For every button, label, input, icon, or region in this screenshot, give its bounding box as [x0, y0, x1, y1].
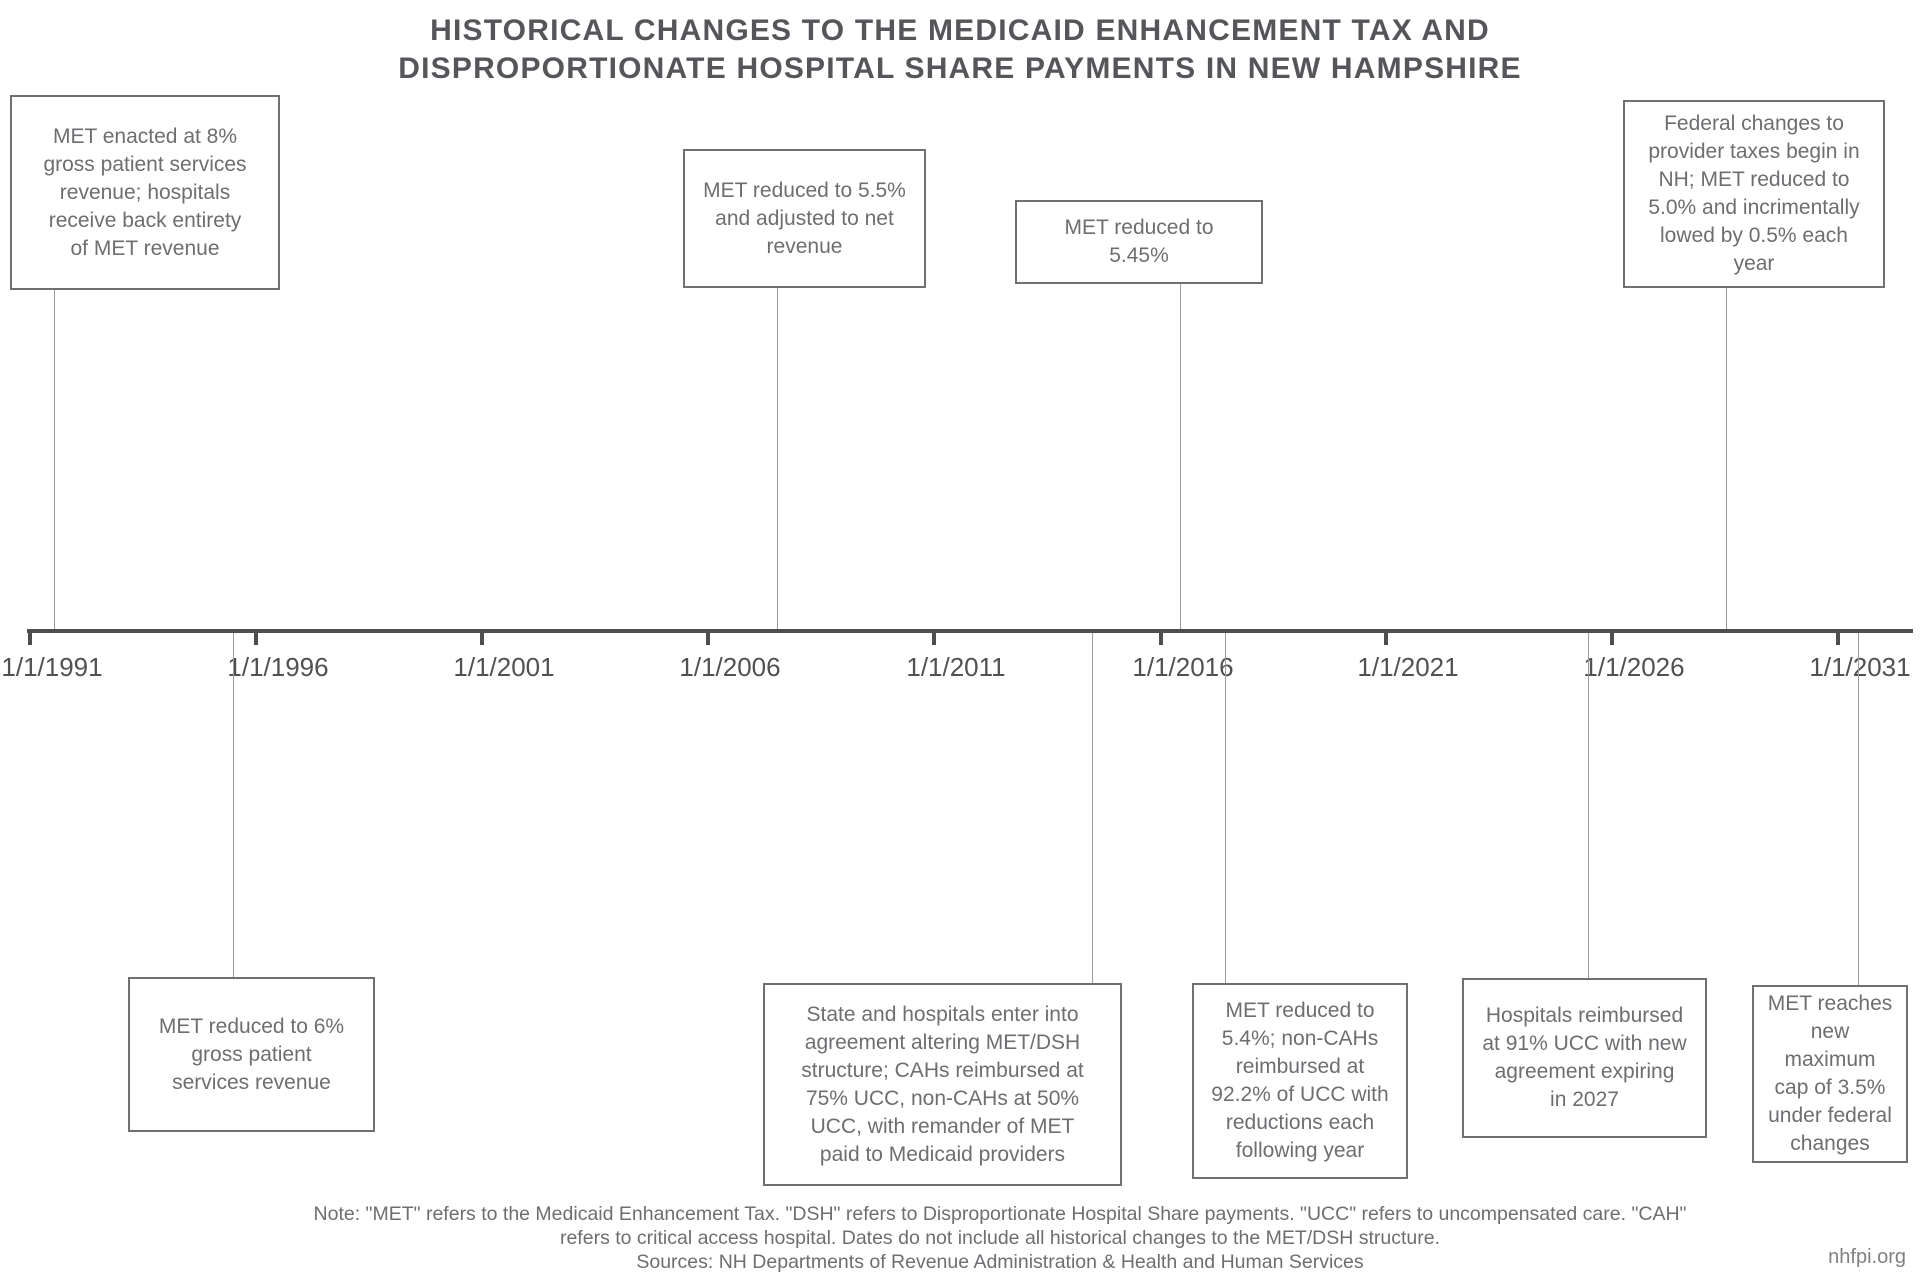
- timeline-tick: [1610, 630, 1614, 645]
- event-connector: [1726, 288, 1727, 629]
- timeline-tick: [480, 630, 484, 645]
- event-connector: [1858, 633, 1859, 985]
- event-box: MET enacted at 8% gross patient services…: [10, 95, 280, 290]
- tick-label: 1/1/2001: [453, 652, 555, 682]
- event-box: MET reduced to 6% gross patient services…: [128, 977, 375, 1132]
- timeline-tick: [932, 630, 936, 645]
- page-title-line1: HISTORICAL CHANGES TO THE MEDICAID ENHAN…: [430, 14, 1490, 47]
- event-connector: [1588, 633, 1589, 978]
- timeline-tick: [1836, 630, 1840, 645]
- tick-label: 1/1/2006: [679, 652, 781, 682]
- tick-label: 1/1/1991: [1, 652, 103, 682]
- event-box: MET reduced to 5.5% and adjusted to net …: [683, 149, 926, 288]
- tick-label: 1/1/2011: [906, 652, 1006, 682]
- tick-label: 1/1/2021: [1357, 652, 1459, 682]
- event-box: Hospitals reimbursed at 91% UCC with new…: [1462, 978, 1707, 1138]
- tick-label: 1/1/1996: [227, 652, 329, 682]
- tick-label: 1/1/2016: [1132, 652, 1234, 682]
- page-title: HISTORICAL CHANGES TO THE MEDICAID ENHAN…: [0, 12, 1920, 88]
- page-title-line2: DISPROPORTIONATE HOSPITAL SHARE PAYMENTS…: [398, 52, 1522, 85]
- event-connector: [1180, 284, 1181, 629]
- event-connector: [54, 290, 55, 629]
- footnote: Note: "MET" refers to the Medicaid Enhan…: [80, 1202, 1920, 1274]
- event-connector: [1092, 633, 1093, 983]
- timeline-tick: [254, 630, 258, 645]
- timeline-axis: [27, 629, 1913, 633]
- timeline-tick: [1384, 630, 1388, 645]
- timeline-tick: [706, 630, 710, 645]
- event-box: MET reduced to 5.45%: [1015, 200, 1263, 284]
- note-line2: refers to critical access hospital. Date…: [559, 1227, 1441, 1249]
- event-box: MET reduced to 5.4%; non-CAHs reimbursed…: [1192, 983, 1408, 1179]
- event-box: MET reaches new maximum cap of 3.5% unde…: [1752, 985, 1908, 1163]
- event-connector: [233, 633, 234, 977]
- event-connector: [1225, 633, 1226, 983]
- note-line1: Note: "MET" refers to the Medicaid Enhan…: [313, 1203, 1687, 1225]
- sources-line: Sources: NH Departments of Revenue Admin…: [636, 1251, 1364, 1273]
- event-connector: [777, 288, 778, 629]
- event-box: Federal changes to provider taxes begin …: [1623, 100, 1885, 288]
- website-label: nhfpi.org: [1828, 1246, 1906, 1268]
- timeline-tick: [1159, 630, 1163, 645]
- tick-label: 1/1/2026: [1583, 652, 1685, 682]
- event-box: State and hospitals enter into agreement…: [763, 983, 1122, 1186]
- tick-label: 1/1/2031: [1809, 652, 1911, 682]
- timeline-tick: [28, 630, 32, 645]
